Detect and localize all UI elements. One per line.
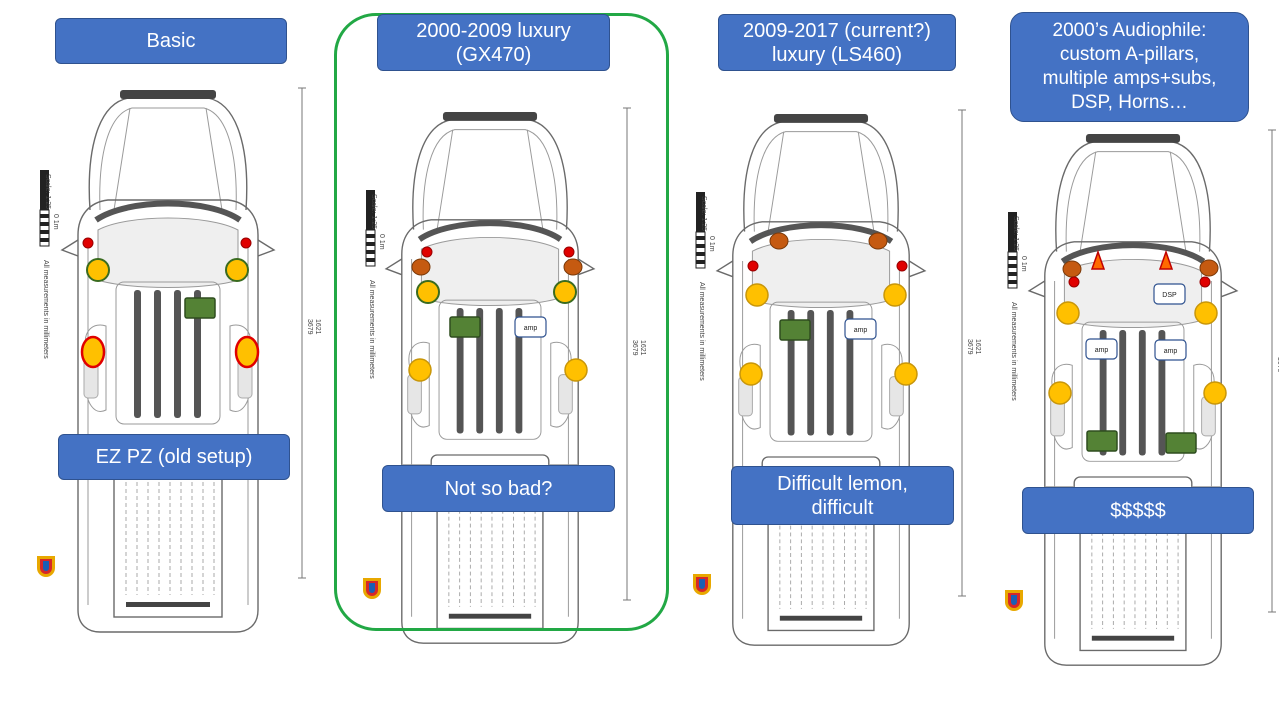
scale-label: Scale: 1:25 <box>44 174 51 209</box>
horn-right <box>1158 249 1174 270</box>
speaker-front-right <box>1194 301 1218 325</box>
tweeter-left <box>421 246 433 258</box>
scale-group-4: Scale: 1:250 1m All measurements in milli… <box>1007 129 1279 613</box>
measurement-note: All measurements in millimeters <box>42 260 49 359</box>
measurement-note: All measurements in millimeters <box>368 280 375 379</box>
scale-group-1: Scale: 1:250 1m All measurements in milli… <box>39 87 321 579</box>
midrange-left <box>411 258 431 276</box>
scale-bar <box>366 190 375 230</box>
svg-text:amp: amp <box>524 325 538 332</box>
speaker-rear-right <box>234 335 260 369</box>
brand-logo-1 <box>37 556 55 577</box>
highlight-frame <box>334 13 669 631</box>
caption-audiophile: $$$$$ <box>1022 487 1254 534</box>
scale-label: Scale: 1:25 <box>370 194 377 229</box>
caption-gx470: Not so bad? <box>382 465 615 512</box>
width-label: 1621 <box>639 340 646 356</box>
scale-tick: 0 1m <box>52 214 59 230</box>
amp-box: amp <box>844 318 877 340</box>
width-label: 1621 <box>314 319 321 335</box>
truck-outline-4 <box>1027 134 1239 666</box>
scale-tick: 0 1m <box>708 236 715 252</box>
speaker-rear-left <box>80 335 106 369</box>
speaker-front-left <box>416 280 440 304</box>
speaker-rear-left <box>1048 381 1072 405</box>
subwoofer-right <box>1165 432 1197 454</box>
scale-label: Scale: 1:25 <box>1012 216 1019 251</box>
truck-outline-2 <box>384 112 596 644</box>
subwoofer <box>779 319 811 341</box>
subwoofer-left <box>1086 430 1118 452</box>
tweeter-right <box>240 237 252 249</box>
midrange-right <box>1199 259 1219 277</box>
title-basic: Basic <box>55 18 287 64</box>
amp-box-right: amp <box>1154 339 1187 361</box>
subwoofer <box>449 316 481 338</box>
svg-text:DSP: DSP <box>1162 292 1177 299</box>
speaker-front-right <box>553 280 577 304</box>
svg-text:amp: amp <box>1164 348 1178 355</box>
scale-bar <box>696 192 705 232</box>
scale-tick: 0 1m <box>378 234 385 250</box>
tweeter-left <box>747 260 759 272</box>
tweeter-right <box>896 260 908 272</box>
midrange-left <box>1062 260 1082 278</box>
truck-outline-1 <box>60 90 276 633</box>
tweeter-right <box>563 246 575 258</box>
tweeter-orange-left <box>769 232 789 250</box>
truck-outline-3 <box>715 114 927 646</box>
svg-text:amp: amp <box>854 327 868 334</box>
speaker-front-right <box>225 258 249 282</box>
amp-box-left: amp <box>1085 338 1118 360</box>
speaker-rear-left <box>739 362 763 386</box>
horn-left <box>1090 249 1106 270</box>
scale-label: Scale: 1:25 <box>700 196 707 231</box>
caption-basic: EZ PZ (old setup) <box>58 434 290 480</box>
brand-logo-3 <box>693 574 711 595</box>
speaker-front-left <box>1056 301 1080 325</box>
speaker-front-right <box>883 283 907 307</box>
scale-group-2: Scale: 1:250 1m All measurements in milli… <box>365 107 646 601</box>
measurement-note: All measurements in millimeters <box>1010 302 1017 401</box>
scale-group-3: Scale: 1:250 1m All measurements in milli… <box>695 109 981 597</box>
speaker-rear-left <box>408 358 432 382</box>
speaker-rear-right <box>564 358 588 382</box>
measurement-note: All measurements in millimeters <box>698 282 705 381</box>
length-label: 3679 <box>631 340 638 356</box>
speaker-rear-right <box>894 362 918 386</box>
dsp-box: DSP <box>1153 283 1186 305</box>
speaker-rear-right <box>1203 381 1227 405</box>
brand-logo-4 <box>1005 590 1023 611</box>
speaker-front-left <box>86 258 110 282</box>
tweeter-left <box>1068 276 1080 288</box>
length-label: 3679 <box>1276 357 1279 373</box>
tweeter-orange-right <box>868 232 888 250</box>
length-label: 3679 <box>966 339 973 355</box>
speaker-front-left <box>745 283 769 307</box>
title-audiophile: 2000’s Audiophile: custom A-pillars, mul… <box>1010 12 1249 122</box>
scale-tick: 0 1m <box>1020 256 1027 272</box>
length-label: 3679 <box>306 319 313 335</box>
width-label: 1621 <box>974 339 981 355</box>
tweeter-right <box>1199 276 1211 288</box>
midrange-right <box>563 258 583 276</box>
subwoofer <box>184 297 216 319</box>
scale-bar <box>40 170 49 210</box>
caption-ls460: Difficult lemon, difficult <box>731 466 954 525</box>
tweeter-left <box>82 237 94 249</box>
svg-text:amp: amp <box>1095 347 1109 354</box>
amp-box: amp <box>514 316 547 338</box>
title-gx470: 2000-2009 luxury (GX470) <box>377 14 610 71</box>
scale-bar <box>1008 212 1017 252</box>
title-ls460: 2009-2017 (current?) luxury (LS460) <box>718 14 956 71</box>
